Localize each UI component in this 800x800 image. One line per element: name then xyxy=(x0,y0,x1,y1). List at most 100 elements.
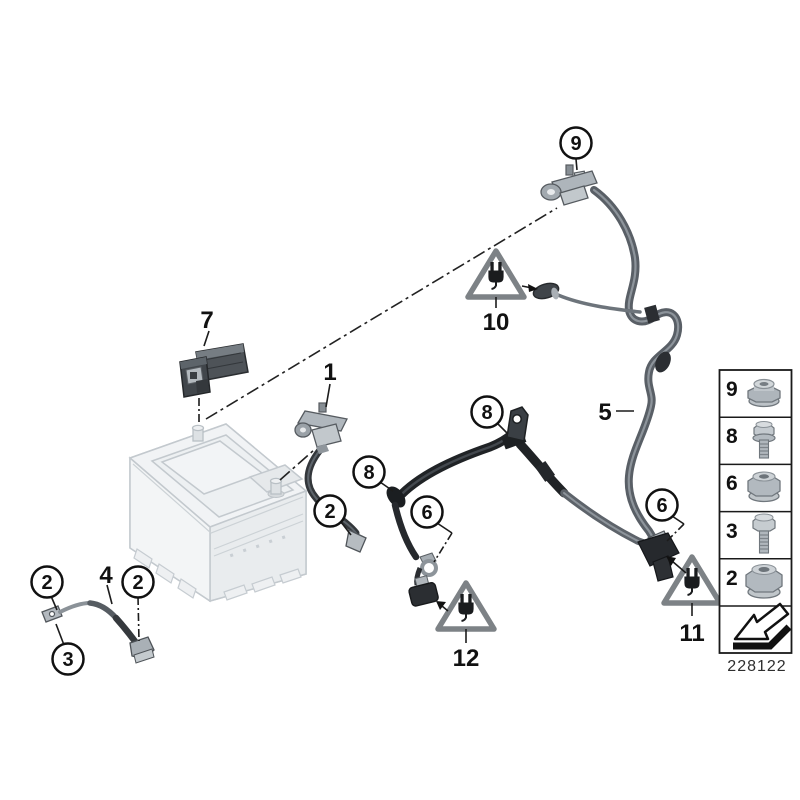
leader-callout-6a-solid xyxy=(436,522,453,534)
terminal1-jaw-hole xyxy=(300,427,306,433)
battery[interactable] xyxy=(128,423,308,603)
leader-triangle12 xyxy=(441,605,449,612)
part-9-terminal-clamp[interactable] xyxy=(540,164,598,206)
harness-bracket xyxy=(506,406,529,442)
terminal9-bolt xyxy=(565,164,574,176)
battery-vent-dots xyxy=(229,535,286,558)
strap-wire xyxy=(58,601,92,614)
end-clamp-body xyxy=(637,532,680,567)
sensor-wire[interactable] xyxy=(532,281,642,314)
cable5-grommet xyxy=(655,351,671,373)
battery-ridge-line-1 xyxy=(213,513,304,550)
callout-2-strap-left[interactable]: 2 xyxy=(30,565,64,599)
callout-circle xyxy=(121,565,155,599)
leader-label-1 xyxy=(325,383,331,408)
terminal9-jaw-hole xyxy=(547,189,555,195)
label-part-7[interactable]: 7 xyxy=(200,307,213,334)
harness-main xyxy=(393,428,518,503)
legend-label: 2 xyxy=(726,567,738,590)
warning-triangle-12 xyxy=(435,580,497,632)
legend-row-9[interactable]: 9 xyxy=(726,378,781,408)
leader-callout-9 xyxy=(575,158,578,171)
cable5-sheen xyxy=(592,188,680,546)
leader-callout-2a xyxy=(340,521,352,536)
label-part-5[interactable]: 5 xyxy=(598,399,611,426)
label-warning-11[interactable]: 11 xyxy=(679,620,704,647)
battery-post-left xyxy=(191,424,205,442)
leader-callout-6b-dash xyxy=(664,523,685,544)
cable1-sheen xyxy=(307,449,357,534)
legend-row-8[interactable]: 8 xyxy=(726,421,776,459)
callout-2-strap-right[interactable]: 2 xyxy=(121,565,155,599)
strap-lug-hole xyxy=(48,610,56,618)
label-part-4[interactable]: 4 xyxy=(99,562,113,589)
legend-row-6[interactable]: 6 xyxy=(726,471,781,503)
callout-8-right[interactable]: 8 xyxy=(470,395,504,429)
leader-arrow-12 xyxy=(436,601,446,610)
part-1-positive-terminal-cable[interactable] xyxy=(294,402,367,553)
harness-branch-down xyxy=(391,501,420,561)
callout-6-right[interactable]: 6 xyxy=(645,488,679,522)
terminal9-lower xyxy=(559,185,589,206)
callout-circle xyxy=(352,455,386,489)
legend-row-3[interactable]: 3 xyxy=(726,513,776,554)
harness-end-clamp[interactable] xyxy=(637,530,680,582)
callout-label: 8 xyxy=(481,402,492,424)
legend-dividers xyxy=(719,416,792,607)
battery-rim-line xyxy=(132,463,304,534)
connector7-ridge-1 xyxy=(203,352,242,361)
terminal1-bolt xyxy=(318,402,327,413)
callout-circle xyxy=(470,395,504,429)
flange-nut-large-icon xyxy=(745,563,783,599)
direction-arrow-icon xyxy=(733,602,792,650)
sensor-connector-band xyxy=(551,287,559,300)
callout-3[interactable]: 3 xyxy=(51,642,85,676)
legend-row-direction[interactable] xyxy=(733,602,792,650)
connector7-top-face xyxy=(196,344,244,360)
diagram-number: 228122 xyxy=(727,658,786,675)
connector12-body xyxy=(408,582,439,607)
callout-6-left[interactable]: 6 xyxy=(410,495,444,529)
legend-label: 3 xyxy=(726,520,738,543)
harness-right-gray-sheen xyxy=(563,492,639,542)
flange-nut-icon xyxy=(747,471,781,503)
leader-label-4 xyxy=(106,584,113,605)
leader-arrow-11 xyxy=(666,556,676,566)
callout-label: 2 xyxy=(324,501,335,523)
part-4-ground-strap[interactable] xyxy=(41,600,155,664)
ring-terminal xyxy=(420,559,438,577)
label-warning-12[interactable]: 12 xyxy=(453,645,480,672)
callout-9[interactable]: 9 xyxy=(559,126,593,160)
leader-callout-8b xyxy=(496,422,509,435)
leader-callout-2L xyxy=(50,595,58,611)
label-warning-10[interactable]: 10 xyxy=(483,309,510,336)
leader-callout-6b-solid xyxy=(671,515,685,525)
terminal1-accent xyxy=(316,444,329,454)
strap-end-foot xyxy=(133,648,155,664)
callout-8-left[interactable]: 8 xyxy=(352,455,386,489)
callout-2-cable[interactable]: 2 xyxy=(313,494,347,528)
leader-callout-3 xyxy=(55,623,65,646)
battery-left-face xyxy=(129,456,211,603)
legend-label: 6 xyxy=(726,472,738,495)
leader-triangle11 xyxy=(671,560,687,574)
part-8-harness[interactable] xyxy=(383,406,656,607)
leader-callout-8a xyxy=(379,481,394,492)
leader-callout-6a-dash xyxy=(433,532,453,563)
ref-line-post-to-terminal1 xyxy=(279,449,315,481)
strap-braid xyxy=(87,600,119,621)
hex-bolt-icon xyxy=(752,513,776,554)
harness-clip xyxy=(535,461,556,482)
part-5-cable[interactable] xyxy=(590,186,683,548)
warning-triangle-11 xyxy=(661,554,723,606)
connector7-pin-window xyxy=(190,372,197,379)
callout-label: 9 xyxy=(570,133,581,155)
part-7-connector[interactable] xyxy=(179,343,249,398)
label-part-1[interactable]: 1 xyxy=(323,359,336,386)
connector7-ridge-2 xyxy=(205,361,244,370)
legend-label: 9 xyxy=(726,378,738,401)
callout-circle xyxy=(559,126,593,160)
legend-row-2[interactable]: 2 xyxy=(726,563,783,599)
